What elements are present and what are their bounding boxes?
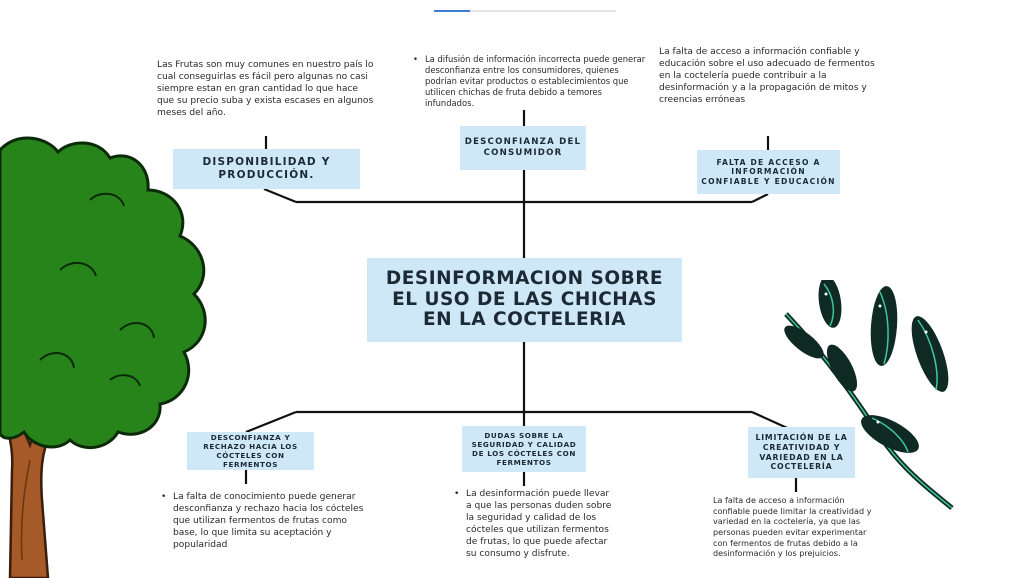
text-dudas-seguridad: • La desinformación puede llevar a que l… — [454, 488, 616, 560]
text-disponibilidad: Las Frutas son muy comunes en nuestro pa… — [157, 60, 374, 118]
leafy-branch-illustration — [784, 280, 954, 510]
bullet-dot: • — [161, 492, 167, 502]
top-progress-bar — [434, 10, 616, 12]
bullet-dot: • — [454, 489, 460, 499]
node-desconfianza-consumidor-title: DESCONFIANZA DEL CONSUMIDOR — [464, 137, 582, 158]
node-rechazo: DESCONFIANZA Y RECHAZO HACIA LOS CÓCTELE… — [187, 432, 314, 470]
bullet-dot: • — [413, 54, 418, 64]
node-disponibilidad-title: DISPONIBILIDAD Y PRODUCCIÓN. — [202, 155, 331, 181]
node-limitacion-title: LIMITACIÓN DE LA CREATIVIDAD Y VARIEDAD … — [755, 433, 848, 472]
node-dudas-seguridad: DUDAS SOBRE LA SEGURIDAD Y CALIDAD DE LO… — [462, 426, 586, 472]
text-desconfianza-consumidor-body: La difusión de información incorrecta pu… — [425, 54, 646, 109]
node-dudas-seguridad-title: DUDAS SOBRE LA SEGURIDAD Y CALIDAD DE LO… — [471, 431, 577, 467]
top-progress-accent — [434, 10, 470, 12]
node-disponibilidad: DISPONIBILIDAD Y PRODUCCIÓN. — [173, 149, 360, 189]
node-rechazo-title: DESCONFIANZA Y RECHAZO HACIA LOS CÓCTELE… — [203, 433, 298, 469]
node-desconfianza-consumidor: DESCONFIANZA DEL CONSUMIDOR — [460, 126, 586, 170]
text-limitacion: La falta de acceso a información confiab… — [713, 495, 872, 559]
node-falta-acceso-title: FALTA DE ACCESO A INFORMACIÓN CONFIABLE … — [701, 157, 836, 186]
tree-foliage — [0, 136, 207, 449]
node-limitacion: LIMITACIÓN DE LA CREATIVIDAD Y VARIEDAD … — [748, 427, 855, 478]
central-topic-box: DESINFORMACION SOBRE EL USO DE LAS CHICH… — [367, 258, 682, 342]
central-topic-title: DESINFORMACION SOBRE EL USO DE LAS CHICH… — [385, 267, 664, 331]
text-dudas-seguridad-body: La desinformación puede llevar a que las… — [466, 489, 612, 559]
text-rechazo-body: La falta de conocimiento puede generar d… — [173, 492, 364, 550]
text-desconfianza-consumidor: • La difusión de información incorrecta … — [413, 54, 653, 109]
node-falta-acceso: FALTA DE ACCESO A INFORMACIÓN CONFIABLE … — [697, 150, 840, 194]
tree-illustration — [0, 136, 207, 578]
text-rechazo: • La falta de conocimiento puede generar… — [161, 491, 365, 551]
text-falta-acceso: La falta de acceso a información confiab… — [659, 47, 875, 105]
